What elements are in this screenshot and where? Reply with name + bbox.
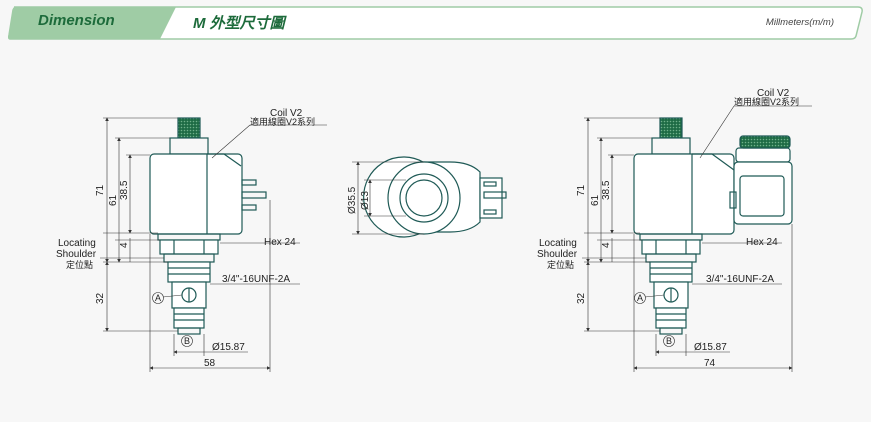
right-thread xyxy=(649,261,693,283)
right-port-a-label: A xyxy=(637,293,643,303)
top-view xyxy=(363,156,507,238)
left-hex-label: Hex 24 xyxy=(264,237,296,248)
left-dimensions xyxy=(100,117,327,372)
right-width-label: 74 xyxy=(704,358,716,369)
right-labels: Coil V2 適用線圈V2系列 71 61 38.5 4 32 Locatin… xyxy=(537,88,799,369)
left-locating-1: Locating xyxy=(58,238,96,249)
left-hex xyxy=(159,239,219,255)
right-hex-label: Hex 24 xyxy=(746,237,778,248)
left-thread-label: 3/4"-16UNF-2A xyxy=(222,274,290,285)
right-locating-2: Shoulder xyxy=(537,249,578,260)
right-dimensions xyxy=(582,105,812,372)
right-coil-label: Coil V2 xyxy=(757,88,790,99)
header-title: Dimension xyxy=(38,12,115,29)
top-core xyxy=(405,179,443,217)
top-dia-13: Ø13 xyxy=(360,191,371,210)
header-units: Millmeters(m/m) xyxy=(765,17,834,28)
right-port-b-label: B xyxy=(666,336,672,346)
left-port-b-label: B xyxy=(184,336,190,346)
header-banner xyxy=(8,6,863,40)
right-din-connector xyxy=(735,147,791,163)
right-coil-body xyxy=(633,153,735,235)
left-locating-cn: 定位點 xyxy=(66,259,93,270)
right-view xyxy=(633,117,793,335)
right-hex xyxy=(641,239,701,255)
section-header: Dimension M 外型尺寸圖 Millmeters(m/m) xyxy=(8,6,864,40)
left-dim-4: 4 xyxy=(119,242,130,248)
left-thread xyxy=(167,261,211,283)
header-subtitle: M 外型尺寸圖 xyxy=(193,15,285,32)
top-dimensions xyxy=(352,161,424,235)
right-manual-knob xyxy=(659,117,683,139)
left-coil-label: Coil V2 xyxy=(270,108,303,119)
right-dim-61: 61 xyxy=(590,194,601,206)
left-coil-body xyxy=(149,153,243,235)
left-dim-32: 32 xyxy=(95,292,106,304)
right-dim-38-5: 38.5 xyxy=(601,180,612,200)
right-thread-label: 3/4"-16UNF-2A xyxy=(706,274,774,285)
left-dim-71: 71 xyxy=(95,184,106,196)
left-locating-2: Shoulder xyxy=(56,249,97,260)
right-locating-1: Locating xyxy=(539,238,577,249)
top-dia-35-5: Ø35.5 xyxy=(347,186,358,214)
left-view xyxy=(149,117,267,335)
left-width-label: 58 xyxy=(204,358,216,369)
left-coil-label-cn: 適用線圈V2系列 xyxy=(250,116,315,127)
right-dim-4: 4 xyxy=(601,242,612,248)
top-labels: Ø35.5 Ø13 xyxy=(347,186,371,214)
left-dim-61: 61 xyxy=(108,194,119,206)
left-dia-label: Ø15.87 xyxy=(212,342,245,353)
right-coil-label-cn: 適用線圈V2系列 xyxy=(734,96,799,107)
left-labels: Coil V2 適用線圈V2系列 71 61 38.5 4 32 Locatin… xyxy=(56,108,315,369)
right-dim-32: 32 xyxy=(576,292,587,304)
left-dim-38-5: 38.5 xyxy=(119,180,130,200)
right-dia-label: Ø15.87 xyxy=(694,342,727,353)
right-locating-cn: 定位點 xyxy=(547,259,574,270)
left-port-a-label: A xyxy=(155,293,161,303)
left-manual-knob xyxy=(177,117,201,139)
right-dim-71: 71 xyxy=(576,184,587,196)
